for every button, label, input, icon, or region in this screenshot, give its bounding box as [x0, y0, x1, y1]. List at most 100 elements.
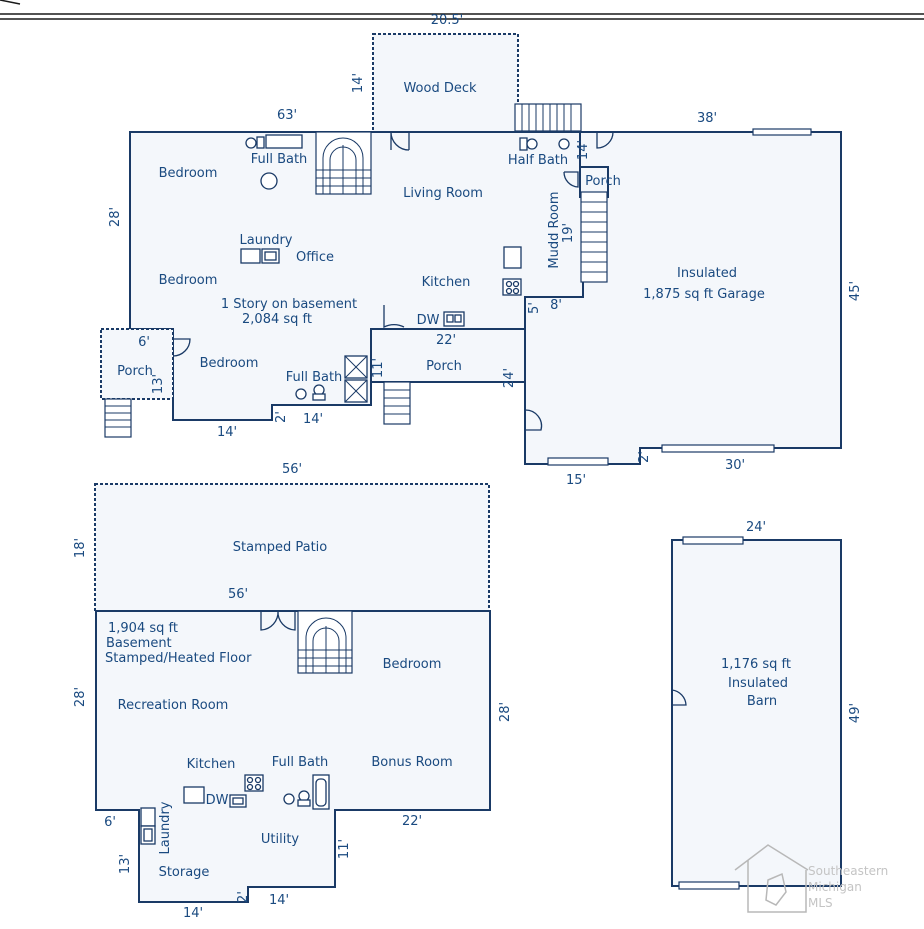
- bathtub: [265, 134, 303, 149]
- dim-13-porch: 13': [151, 374, 166, 394]
- dim-28-base-right: 28': [498, 702, 513, 722]
- michigan-icon: [765, 872, 787, 906]
- dim-63: 63': [277, 108, 297, 123]
- garage-line-2: 1,875 sq ft Garage: [643, 287, 765, 302]
- full-bath-2-label: Full Bath: [286, 370, 343, 385]
- fixtures: [140, 134, 570, 845]
- dim-2-base: 2': [236, 891, 251, 903]
- dim-11: 11': [371, 358, 386, 378]
- watermark-line-2: Michigan: [808, 880, 862, 894]
- wood-deck-label: Wood Deck: [403, 81, 477, 96]
- dim-13-base: 13': [118, 854, 133, 874]
- dim-6-porch: 6': [138, 335, 150, 350]
- dim-11-base: 11': [337, 839, 352, 859]
- story-line-2: 2,084 sq ft: [242, 312, 312, 327]
- dim-2-bath: 2': [274, 411, 289, 423]
- dim-19: 19': [561, 223, 576, 243]
- dim-14-half: 14': [576, 140, 591, 160]
- barn-line-1: 1,176 sq ft: [721, 657, 791, 672]
- dim-28-left: 28': [108, 207, 123, 227]
- dim-15: 15': [566, 473, 586, 488]
- full-bath-1-label: Full Bath: [251, 152, 308, 167]
- dim-45: 45': [848, 281, 863, 301]
- bedroom-3-label: Bedroom: [200, 356, 259, 371]
- dim-24: 24': [502, 368, 517, 388]
- mudd-room-label: Mudd Room: [547, 191, 562, 268]
- dim-14-base-left: 14': [183, 906, 203, 921]
- page-top-border: [0, 0, 924, 20]
- porch-mid-label: Porch: [426, 359, 462, 374]
- laundry-main-label: Laundry: [240, 233, 293, 248]
- stairs-basement: [297, 610, 353, 674]
- basement: [94, 483, 491, 903]
- stamped-patio-outline: [94, 483, 490, 612]
- bedroom-2-label: Bedroom: [159, 273, 218, 288]
- stairs-main-living: [315, 131, 372, 195]
- stamped-patio-label: Stamped Patio: [233, 540, 328, 555]
- dim-56-bottom: 56': [228, 587, 248, 602]
- recreation-room-label: Recreation Room: [118, 698, 229, 713]
- dw-main-label: DW: [417, 313, 440, 328]
- kitchen-main-label: Kitchen: [422, 275, 471, 290]
- dim-20-5: 20.5': [431, 13, 464, 28]
- stairs-middle-porch: [383, 381, 411, 425]
- dim-56-top: 56': [282, 462, 302, 477]
- dim-28-base-left: 28': [73, 687, 88, 707]
- house-roof-icon: [734, 844, 809, 871]
- dim-24-barn: 24': [746, 520, 766, 535]
- bedroom-basement-label: Bedroom: [383, 657, 442, 672]
- middle-porch-outline: [370, 328, 526, 383]
- half-bath-label: Half Bath: [508, 153, 568, 168]
- dim-14-base-right: 14': [269, 893, 289, 908]
- barn-line-2: Insulated: [728, 676, 788, 691]
- bedroom-1-label: Bedroom: [159, 166, 218, 181]
- windows: [547, 128, 812, 890]
- dim-8: 8': [550, 298, 562, 313]
- basement-line-3: Stamped/Heated Floor: [105, 651, 252, 666]
- garage-line-1: Insulated: [677, 266, 737, 281]
- dimension-labels: 20.5' 14' 63' 38' 28' 14' 19' 45' 5' 8' …: [73, 13, 863, 921]
- porch-small-label: Porch: [585, 174, 621, 189]
- utility-label: Utility: [261, 832, 300, 847]
- dim-22-top: 22': [436, 333, 456, 348]
- stairs-left-porch: [104, 398, 132, 438]
- watermark-line-1: Southeastern: [808, 864, 888, 878]
- stairs-garage: [580, 191, 608, 283]
- dim-49: 49': [848, 703, 863, 723]
- wood-deck-outline: [372, 33, 519, 133]
- sink: [260, 172, 278, 190]
- dim-6-base: 6': [104, 815, 116, 830]
- dim-14-deck: 14': [351, 73, 366, 93]
- office-label: Office: [296, 250, 334, 265]
- stairs-deck: [514, 103, 582, 132]
- bonus-room-label: Bonus Room: [371, 755, 452, 770]
- storage-label: Storage: [159, 865, 210, 880]
- barn-outline: [671, 539, 842, 887]
- dim-22-base: 22': [402, 814, 422, 829]
- porch-left-label: Porch: [117, 364, 153, 379]
- story-line-1: 1 Story on basement: [221, 297, 357, 312]
- barn-line-3: Barn: [747, 694, 777, 709]
- kitchen-basement-label: Kitchen: [187, 757, 236, 772]
- basement-line-2: Basement: [106, 636, 172, 651]
- dim-14-bottom: 14': [217, 425, 237, 440]
- laundry-basement-label: Laundry: [158, 801, 173, 854]
- basement-outline: [95, 610, 491, 903]
- doors: [172, 131, 687, 706]
- dw-basement-label: DW: [206, 793, 229, 808]
- full-bath-basement-label: Full Bath: [272, 755, 329, 770]
- watermark-line-3: MLS: [808, 896, 833, 910]
- dim-38: 38': [697, 111, 717, 126]
- room-labels: Wood Deck Bedroom Full Bath Living Room …: [105, 81, 791, 880]
- dim-2-garage: 2': [637, 451, 652, 463]
- mls-watermark: Southeastern Michigan MLS: [734, 844, 888, 913]
- left-porch-outline: [100, 328, 174, 400]
- dim-14-bath: 14': [303, 412, 323, 427]
- main-floor: [100, 33, 842, 465]
- living-room-label: Living Room: [403, 186, 483, 201]
- basement-line-1: 1,904 sq ft: [108, 621, 178, 636]
- dim-30: 30': [725, 458, 745, 473]
- dim-5: 5': [527, 302, 542, 314]
- dim-18: 18': [73, 538, 88, 558]
